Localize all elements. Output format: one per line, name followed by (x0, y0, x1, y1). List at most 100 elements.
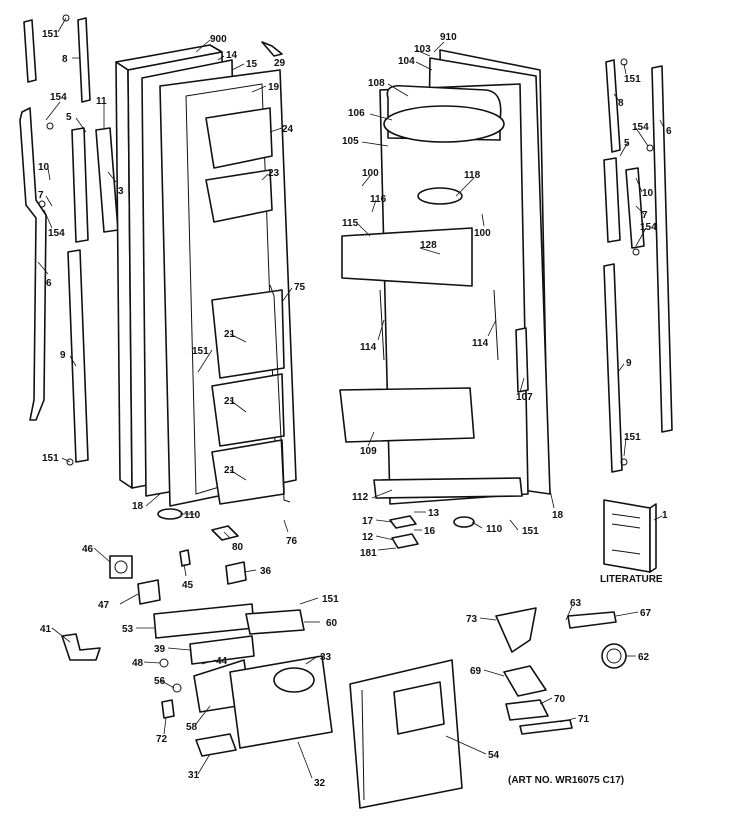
label-900: 900 (210, 34, 227, 45)
label-67: 67 (640, 608, 652, 619)
label-15: 15 (246, 59, 258, 70)
label-18-a: 18 (132, 501, 144, 512)
label-10-a: 10 (38, 162, 50, 173)
label-106: 106 (348, 108, 365, 119)
label-105: 105 (342, 136, 359, 147)
label-910: 910 (440, 32, 457, 43)
label-72: 72 (156, 734, 168, 745)
chute-parts (495, 607, 627, 735)
part-labels: 151 8 154 11 5 10 3 7 154 6 9 151 900 14… (38, 29, 672, 789)
literature-booklet (603, 499, 657, 573)
label-44: 44 (216, 656, 228, 667)
label-19: 19 (268, 82, 280, 93)
label-154-a: 154 (50, 92, 67, 103)
label-154-d: 154 (640, 222, 657, 233)
leader-lines (37, 17, 665, 779)
label-151-a: 151 (42, 29, 59, 40)
label-107: 107 (516, 392, 533, 403)
label-48: 48 (132, 658, 144, 669)
label-151-g: 151 (322, 594, 339, 605)
label-80: 80 (232, 542, 244, 553)
label-114-b: 114 (472, 338, 489, 349)
label-151-b: 151 (42, 453, 59, 464)
label-60: 60 (326, 618, 338, 629)
label-36: 36 (260, 566, 272, 577)
label-9-b: 9 (626, 358, 632, 369)
label-3: 3 (118, 186, 124, 197)
label-112: 112 (352, 492, 369, 503)
label-13: 13 (428, 508, 440, 519)
label-47: 47 (98, 600, 110, 611)
label-115: 115 (342, 218, 359, 229)
label-7-a: 7 (38, 190, 44, 201)
label-9-a: 9 (60, 350, 66, 361)
label-5-b: 5 (624, 138, 630, 149)
label-16: 16 (424, 526, 436, 537)
dispenser-housing (349, 659, 463, 809)
label-114-a: 114 (360, 342, 377, 353)
label-1: 1 (662, 510, 668, 521)
label-118: 118 (464, 170, 481, 181)
label-10-b: 10 (642, 188, 654, 199)
label-128: 128 (420, 240, 437, 251)
literature-caption: LITERATURE (600, 574, 663, 585)
label-14: 14 (226, 50, 238, 61)
label-6-a: 6 (46, 278, 52, 289)
label-8-a: 8 (62, 54, 68, 65)
label-39: 39 (154, 644, 166, 655)
label-76: 76 (286, 536, 298, 547)
label-63: 63 (570, 598, 582, 609)
label-53: 53 (122, 624, 134, 635)
label-41: 41 (40, 624, 52, 635)
label-110-b: 110 (486, 524, 503, 535)
label-32: 32 (314, 778, 326, 789)
label-8-b: 8 (618, 98, 624, 109)
label-18-b: 18 (552, 510, 564, 521)
label-7-b: 7 (642, 210, 648, 221)
label-151-f: 151 (624, 432, 641, 443)
label-151-e: 151 (624, 74, 641, 85)
label-17: 17 (362, 516, 374, 527)
label-11: 11 (96, 96, 107, 107)
freezer-door (115, 41, 297, 541)
label-46: 46 (82, 544, 94, 555)
label-24: 24 (282, 124, 294, 135)
label-103: 103 (414, 44, 431, 55)
label-31: 31 (188, 770, 200, 781)
label-75: 75 (294, 282, 306, 293)
label-23: 23 (268, 168, 280, 179)
label-62: 62 (638, 652, 650, 663)
label-110-a: 110 (184, 510, 201, 521)
art-number: (ART NO. WR16075 C17) (508, 775, 624, 786)
label-151-c: 151 (192, 346, 209, 357)
label-108: 108 (368, 78, 385, 89)
label-104: 104 (398, 56, 415, 67)
label-29: 29 (274, 58, 286, 69)
label-21-b: 21 (224, 396, 236, 407)
label-5-a: 5 (66, 112, 72, 123)
label-56: 56 (154, 676, 166, 687)
fresh-food-door (339, 49, 551, 549)
label-100-b: 100 (474, 228, 491, 239)
label-100-a: 100 (362, 168, 379, 179)
label-71: 71 (578, 714, 590, 725)
label-69: 69 (470, 666, 482, 677)
label-181: 181 (360, 548, 377, 559)
label-54: 54 (488, 750, 500, 761)
label-12: 12 (362, 532, 374, 543)
label-116: 116 (370, 194, 387, 205)
label-151-d: 151 (522, 526, 539, 537)
label-109: 109 (360, 446, 377, 457)
label-154-b: 154 (48, 228, 65, 239)
label-33: 33 (320, 652, 332, 663)
label-70: 70 (554, 694, 566, 705)
label-58: 58 (186, 722, 198, 733)
label-73: 73 (466, 614, 478, 625)
label-154-c: 154 (632, 122, 649, 133)
label-21-c: 21 (224, 465, 236, 476)
handle-trim-right (603, 58, 673, 473)
label-6-b: 6 (666, 126, 672, 137)
dispenser-parts (61, 549, 333, 757)
